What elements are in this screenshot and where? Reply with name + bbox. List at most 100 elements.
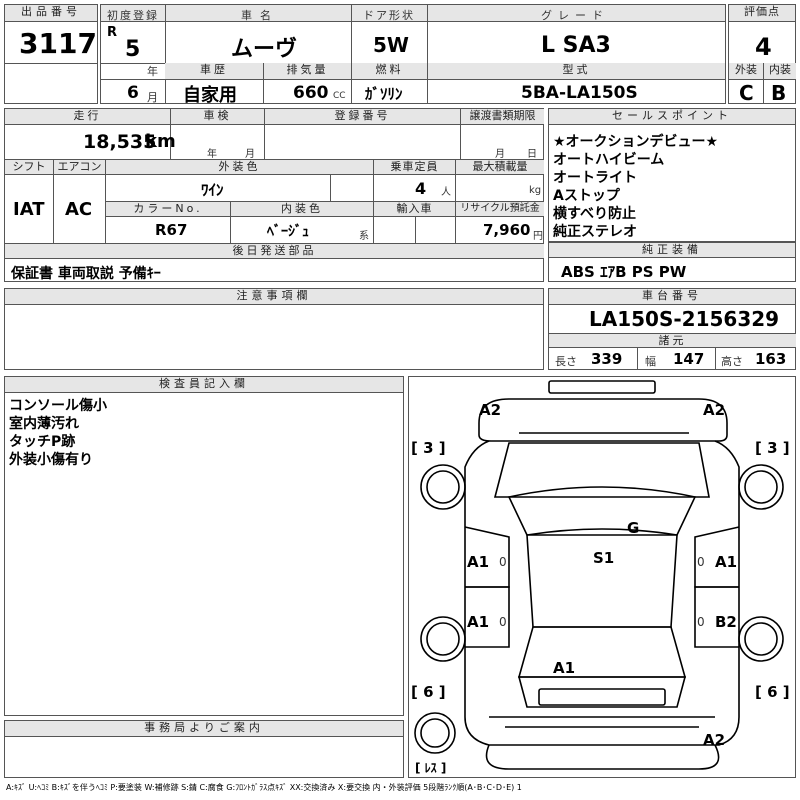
grade-label: グレード <box>541 9 609 22</box>
equipment-value: ABS ｴｱB PS PW <box>561 263 687 281</box>
mark-rear: A2 <box>703 731 726 749</box>
shift-label: シフト <box>5 159 53 175</box>
office-box: 事務局よりご案内 <box>4 720 404 778</box>
equipment-label: 純正装備 <box>549 243 795 258</box>
mark-front-right: A2 <box>703 401 726 419</box>
car-diagram-box: A2 A2 [ 3 ] [ 3 ] G S1 A1 0 A1 0 A1 0 B2… <box>408 376 796 778</box>
mark-roof: S1 <box>593 549 615 567</box>
model-value: 5BA-LA150S <box>521 83 638 103</box>
first-reg-label: 初度登録 <box>107 9 159 22</box>
inspector-label: 検査員記入欄 <box>5 377 403 393</box>
insp-month-unit: 月 <box>245 149 255 160</box>
notes-box: 注意事項欄 <box>4 288 544 370</box>
inspection-label: 車検 <box>170 109 264 125</box>
load-label: 最大積載量 <box>455 159 544 175</box>
reg-no-label: 登録番号 <box>264 109 460 125</box>
color-no-label: カラーNo. <box>105 201 230 217</box>
vehicle-details-box: 走行 車検 登録番号 譲渡書類期限 18,535 km 年 月 月 日 シフト … <box>4 108 544 282</box>
history-label: 車歴 <box>165 63 263 79</box>
car-name: ムーヴ <box>231 37 298 62</box>
sales-point-2: オートハイビーム <box>553 152 665 168</box>
overall-score: 4 <box>755 33 772 61</box>
lot-number: 3117 <box>19 27 97 60</box>
recycle-unit: 円 <box>533 231 543 242</box>
width-label: 幅 <box>645 355 656 368</box>
mark-door-fr: A1 <box>715 553 738 571</box>
fuel-value: ｶﾞｿﾘﾝ <box>365 85 403 103</box>
height-label: 高さ <box>721 355 743 368</box>
car-body-diagram <box>414 380 784 770</box>
sales-point-4: Aストップ <box>553 188 620 204</box>
mileage-label: 走行 <box>5 109 170 125</box>
damage-legend: A:ｷｽﾞ U:ﾍｺﾐ B:ｷｽﾞを伴うﾍｺﾐ P:要塗装 W:補修跡 S:錆 … <box>6 783 522 792</box>
ac-value: AC <box>65 199 93 220</box>
load-unit: kg <box>529 185 542 196</box>
mileage-value: 18,535 <box>83 131 157 153</box>
height-value: 163 <box>755 350 787 368</box>
import-label: 輸入車 <box>373 201 455 217</box>
car-name-label: 車名 <box>241 9 279 22</box>
inspector-line-2: 室内薄汚れ <box>9 416 79 432</box>
sales-points-label: セールスポイント <box>549 109 795 125</box>
displacement-label: 排気量 <box>264 63 351 79</box>
length-value: 339 <box>591 350 623 368</box>
color-label: 外装色 <box>105 159 373 175</box>
capacity-label: 乗車定員 <box>373 159 455 175</box>
color-no-value: R67 <box>155 221 188 239</box>
recycle-value: 7,960 <box>483 221 531 239</box>
mileage-unit: km <box>145 131 176 152</box>
door-label: ドア形状 <box>363 9 415 22</box>
shift-value: IAT <box>13 199 45 220</box>
transfer-label: 譲渡書類期限 <box>460 109 544 125</box>
mark-tire-fl: [ 3 ] <box>411 439 446 457</box>
insp-year-unit: 年 <box>207 149 217 160</box>
office-label: 事務局よりご案内 <box>5 721 403 737</box>
mark-zero-fl: 0 <box>499 555 507 569</box>
notes-label: 注意事項欄 <box>5 289 543 305</box>
sales-point-5: 横すべり防止 <box>553 206 637 222</box>
mark-windshield: G <box>627 519 640 537</box>
mark-tire-rr: [ 6 ] <box>755 683 790 701</box>
recycle-label: リサイクル預託金 <box>455 201 544 217</box>
displacement-unit: CC <box>333 91 346 101</box>
first-reg-month: 6 <box>127 83 139 103</box>
color-value: ﾜｲﾝ <box>201 181 224 199</box>
capacity-value: 4 <box>415 179 427 198</box>
mark-spare: [ ﾚｽ ] <box>415 761 447 775</box>
chassis-label: 車台番号 <box>549 289 795 305</box>
mark-door-fl: A1 <box>467 553 490 571</box>
lot-box: 出品番号 3117 <box>4 4 98 104</box>
int-color-unit: 系 <box>359 231 369 242</box>
chassis-box: 車台番号 LA150S-2156329 諸元 長さ 339 幅 147 高さ 1… <box>548 288 796 370</box>
door-type: 5W <box>373 33 409 57</box>
inspector-line-4: 外装小傷有り <box>9 452 93 468</box>
mark-door-rl: A1 <box>467 613 490 631</box>
lot-label: 出品番号 <box>5 5 97 22</box>
era-mark: R <box>107 25 118 40</box>
exterior-label: 外装 <box>729 63 763 79</box>
later-parts-label: 後日発送部品 <box>5 243 544 259</box>
width-value: 147 <box>673 350 705 368</box>
inspector-line-1: コンソール傷小 <box>9 398 107 414</box>
sales-point-1: ★オークションデビュー★ <box>553 134 719 150</box>
month-unit: 月 <box>147 91 158 104</box>
length-label: 長さ <box>555 355 577 368</box>
transfer-day-unit: 日 <box>527 149 537 160</box>
interior-label: 内装 <box>764 63 796 79</box>
int-color-label: 内装色 <box>230 201 373 217</box>
sales-point-3: オートライト <box>553 170 637 186</box>
interior-grade: B <box>771 81 787 105</box>
sales-points-box: セールスポイント ★オークションデビュー★ オートハイビーム オートライト Aス… <box>548 108 796 242</box>
history-value: 自家用 <box>183 85 237 106</box>
inspector-box: 検査員記入欄 コンソール傷小 室内薄汚れ タッチP跡 外装小傷有り <box>4 376 404 716</box>
fuel-label: 燃料 <box>352 63 427 79</box>
displacement-value: 660 <box>293 83 329 103</box>
mark-zero-rr: 0 <box>697 615 705 629</box>
mark-trunk: A1 <box>553 659 576 677</box>
equipment-box: 純正装備 ABS ｴｱB PS PW <box>548 242 796 282</box>
mark-zero-rl: 0 <box>499 615 507 629</box>
sales-point-6: 純正ステレオ <box>553 224 637 240</box>
capacity-unit: 人 <box>441 187 451 198</box>
inspector-line-3: タッチP跡 <box>9 434 76 450</box>
mark-door-rr: B2 <box>715 613 737 631</box>
